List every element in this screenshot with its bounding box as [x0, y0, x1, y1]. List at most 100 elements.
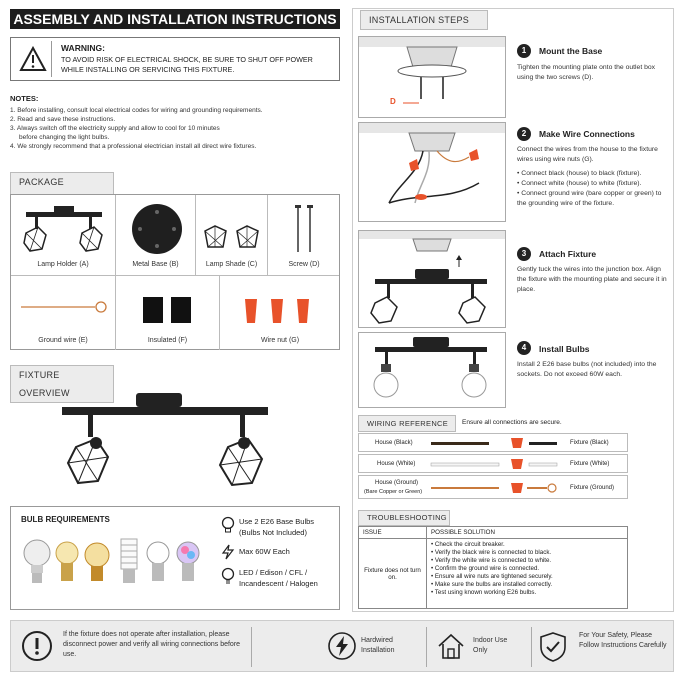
bulb-req-1: Use 2 E26 Base Bulbs: [239, 517, 315, 526]
ground-wire-image: [21, 301, 107, 313]
step2-bullets: Connect black (house) to black (fixture)…: [517, 169, 669, 209]
insulated-tape-image: [143, 297, 191, 323]
package-label-a: Lamp Holder (A): [37, 261, 89, 268]
house-icon: [438, 633, 464, 659]
wire-connections-image: [359, 123, 505, 204]
wiring-house-ground-2: (Bare Copper or Green): [364, 489, 423, 495]
footer-main-text: If the fixture does not operate after in…: [63, 631, 241, 658]
black-wire-icon: [431, 438, 557, 448]
package-label-d: Screw (D): [288, 261, 320, 268]
wiring-fixture-ground: Fixture (Ground): [570, 485, 615, 491]
install-bulbs-image: [373, 337, 487, 398]
ts-solution: Check the circuit breaker.: [431, 541, 623, 549]
bulb-req-1b: (Bulbs Not Included): [239, 528, 307, 537]
note-3: 3. Always switch off the electricity sup…: [10, 125, 220, 132]
wire-nut-image: [245, 299, 309, 323]
package-label-e: Ground wire (E): [38, 337, 88, 344]
footer-safety: For Your Safety, Please Follow Instructi…: [579, 632, 667, 649]
overview-heading: FIXTURE OVERVIEW: [10, 365, 114, 403]
step3-image-box: [358, 230, 506, 328]
note-3b: before changing the light bulbs.: [19, 134, 110, 141]
alert-icon: [22, 631, 52, 661]
bulb-heading: BULB REQUIREMENTS: [21, 515, 110, 524]
lightning-icon: [221, 544, 235, 560]
wiring-fixture-white: Fixture (White): [570, 461, 610, 467]
wiring-house-white: House (White): [377, 461, 416, 467]
wiring-note: Ensure all connections are secure.: [462, 419, 562, 426]
ts-solution: Make sure the bulbs are installed correc…: [431, 581, 623, 589]
ts-solution: Verify the white wire is connected to wh…: [431, 557, 623, 565]
step1-tag: D: [390, 97, 396, 106]
package-label-g: Wire nut (G): [260, 337, 300, 344]
step4-image-box: [358, 332, 506, 408]
mount-base-image: [359, 37, 505, 104]
step1-number: 1: [517, 44, 531, 58]
metal-base-image: [132, 204, 182, 254]
wiring-house-ground: House (Ground): [375, 480, 419, 486]
step4-title: Install Bulbs: [539, 344, 590, 354]
step1-title: Mount the Base: [539, 46, 603, 56]
shield-check-icon: [540, 632, 566, 662]
white-wire-icon: [430, 459, 558, 469]
ts-solutions: Check the circuit breaker. Verify the bl…: [426, 538, 628, 609]
bulb-req-3: LED / Edison / CFL /: [239, 568, 308, 577]
bulb-icon: [221, 516, 235, 533]
warning-heading: WARNING:: [61, 43, 105, 53]
step2-text: Connect the wires from the house to the …: [517, 146, 658, 163]
step2-bullet-2: Connect white (house) to white (fixture)…: [517, 179, 669, 189]
bulb-req-2: Max 60W Each: [239, 547, 290, 556]
bulb-requirements-box: BULB REQUIREMENTS Use 2 E26 Base Bulbs (…: [10, 506, 340, 610]
troubleshooting-table: ISSUE POSSIBLE SOLUTION Fixture does not…: [358, 526, 628, 609]
step1-image-box: [358, 36, 506, 118]
ts-col-issue: ISSUE: [358, 526, 427, 539]
footer-hardwired: Hardwired Installation: [361, 637, 395, 654]
step2-image-box: [358, 122, 506, 222]
screw-image: [295, 205, 313, 252]
package-label-c: Lamp Shade (C): [205, 261, 258, 268]
note-1: 1. Before installing, consult local elec…: [10, 107, 263, 114]
note-2: 2. Read and save these instructions.: [10, 116, 116, 123]
step3-text: Gently tuck the wires into the junction …: [517, 266, 667, 293]
step2-bullet-3: Connect ground wire (bare copper or gree…: [517, 189, 669, 209]
lamp-shade-image: [204, 225, 259, 248]
lamp-holder-image: [23, 206, 103, 252]
ts-solution: Confirm the ground wire is connected.: [431, 565, 623, 573]
wiring-row-white: House (White) Fixture (White): [358, 454, 628, 473]
step2-title: Make Wire Connections: [539, 129, 635, 139]
package-grid: Lamp Holder (A) Metal Base (B) Lamp Shad…: [10, 194, 340, 350]
step3-number: 3: [517, 247, 531, 261]
package-label-f: Insulated (F): [147, 337, 188, 344]
ts-issue: Fixture does not turn on.: [358, 538, 427, 609]
ground-wire-icon: [431, 483, 557, 493]
bulb-type-icon: [221, 567, 235, 584]
notes-section: NOTES: 1. Before installing, consult loc…: [10, 94, 340, 151]
steps-heading: INSTALLATION STEPS: [360, 10, 488, 30]
wiring-fixture-black: Fixture (Black): [570, 440, 609, 446]
hardwired-icon: [328, 632, 356, 660]
wiring-house-black: House (Black): [375, 440, 413, 446]
page-title: ASSEMBLY AND INSTALLATION INSTRUCTIONS: [10, 9, 340, 29]
wiring-heading: WIRING REFERENCE: [358, 415, 456, 432]
ts-col-solution: POSSIBLE SOLUTION: [426, 526, 628, 539]
notes-heading: NOTES:: [10, 94, 39, 103]
bulb-types-image: [23, 538, 200, 583]
step2-number: 2: [517, 127, 531, 141]
troubleshooting-heading: TROUBLESHOOTING: [358, 510, 450, 526]
step4-text: Install 2 E26 base bulbs (not included) …: [517, 361, 657, 378]
warning-icon: [19, 46, 47, 71]
step3-title: Attach Fixture: [539, 249, 597, 259]
warning-text: TO AVOID RISK OF ELECTRICAL SHOCK, BE SU…: [61, 55, 313, 74]
wiring-row-black: House (Black) Fixture (Black): [358, 433, 628, 452]
footer-bar: If the fixture does not operate after in…: [10, 620, 674, 672]
ts-solution: Verify the black wire is connected to bl…: [431, 549, 623, 557]
ts-solution: Test using known working E26 bulbs.: [431, 589, 623, 597]
attach-fixture-image: [359, 231, 505, 324]
step2-bullet-1: Connect black (house) to black (fixture)…: [517, 169, 669, 179]
bulb-req-3b: Incandescent / Halogen: [239, 579, 318, 588]
note-4: 4. We strongly recommend that a professi…: [10, 143, 257, 150]
wiring-row-ground: House (Ground) (Bare Copper or Green) Fi…: [358, 475, 628, 499]
fixture-overview-image: [62, 393, 268, 487]
footer-indoor: Indoor Use Only: [473, 637, 508, 654]
step1-text: Tighten the mounting plate onto the outl…: [517, 64, 656, 81]
ts-solution: Ensure all wire nuts are tightened secur…: [431, 573, 623, 581]
